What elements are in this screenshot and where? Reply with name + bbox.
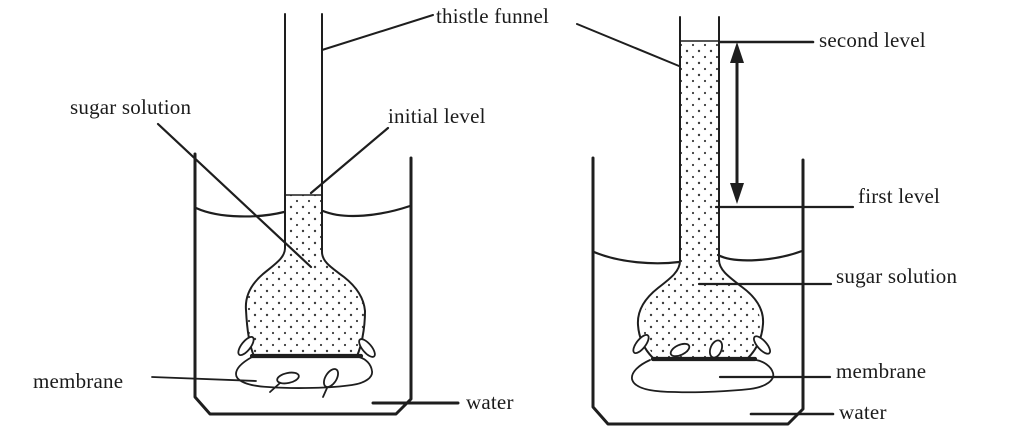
left-membrane-fold-b-tail xyxy=(322,387,328,398)
left-funnel-right-wall xyxy=(321,13,366,357)
right-apparatus xyxy=(591,16,805,426)
right-membrane-fold-a xyxy=(669,342,691,358)
sugar-solution-left-leader xyxy=(156,122,313,269)
label-initial-level: initial level xyxy=(388,104,486,128)
label-thistle-funnel: thistle funnel xyxy=(436,4,550,28)
label-right-sugar-solution: sugar solution xyxy=(836,264,958,288)
left-beaker xyxy=(193,152,413,416)
right-membrane-skirt xyxy=(631,359,775,394)
right-sugar-solution-fill xyxy=(642,41,761,357)
initial-level-leader xyxy=(309,126,390,195)
left-membrane-tie-left xyxy=(237,335,255,357)
thistle-funnel-right-leader xyxy=(576,23,680,67)
left-membrane-fold-a xyxy=(276,371,300,385)
right-membrane-tie-right xyxy=(753,335,771,355)
label-left-membrane: membrane xyxy=(33,369,124,393)
label-second-level: second level xyxy=(819,28,926,52)
label-left-water: water xyxy=(466,390,514,414)
right-water-surface-left xyxy=(592,250,681,265)
leader-lines xyxy=(151,14,855,416)
left-apparatus xyxy=(193,13,413,416)
left-funnel-left-wall xyxy=(244,13,286,357)
label-left-sugar-solution: sugar solution xyxy=(70,95,192,119)
level-rise-arrow xyxy=(730,42,744,204)
right-water-surface-right xyxy=(716,249,804,262)
left-membrane-tie-right xyxy=(358,338,376,358)
right-membrane-tie-left xyxy=(632,333,650,355)
left-water-surface-left xyxy=(194,206,286,218)
label-right-membrane: membrane xyxy=(836,359,927,383)
left-membrane-fold-b xyxy=(323,368,339,388)
right-membrane-fold-b xyxy=(708,339,724,359)
thistle-funnel-left-leader xyxy=(321,14,434,51)
label-first-level: first level xyxy=(858,184,941,208)
membrane-left-leader xyxy=(151,376,257,382)
left-water-surface-right xyxy=(321,204,412,218)
left-membrane-skirt xyxy=(235,356,373,389)
right-beaker xyxy=(591,156,805,426)
left-sugar-solution-fill xyxy=(246,195,364,355)
label-right-water: water xyxy=(839,400,887,424)
left-membrane-fold-a-tail xyxy=(269,382,281,393)
